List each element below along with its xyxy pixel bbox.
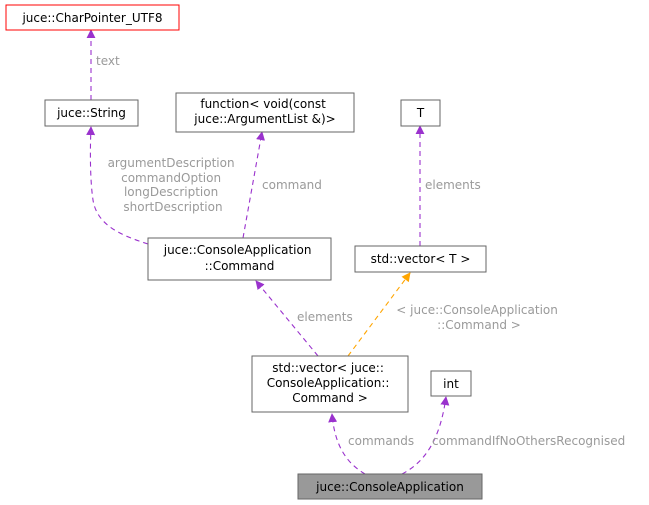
node-charpointer-utf8[interactable]: juce::CharPointer_UTF8 bbox=[5, 4, 180, 31]
node-int[interactable]: int bbox=[430, 370, 472, 397]
edge-consoleapp-to-int bbox=[401, 396, 450, 475]
node-t[interactable]: T bbox=[400, 99, 441, 127]
node-vector-t[interactable]: std::vector< T > bbox=[354, 245, 487, 273]
svg-text:std::vector< juce:: Cons: std::vector< juce:: ConsoleApplication::… bbox=[267, 361, 394, 405]
node-console-application-command[interactable]: juce::ConsoleApplication ::Command bbox=[147, 237, 332, 281]
node-juce-string[interactable]: juce::String bbox=[44, 99, 139, 127]
svg-text:function< void(const juc: function< void(const juce::ArgumentList … bbox=[193, 97, 335, 126]
svg-text:juce::ConsoleApplication: juce::ConsoleApplication bbox=[315, 480, 464, 494]
edge-label-string-members: argumentDescription commandOption longDe… bbox=[108, 156, 239, 214]
edge-command-to-function bbox=[242, 131, 266, 239]
edge-consoleapp-to-vector-cmd bbox=[328, 413, 366, 475]
node-function[interactable]: function< void(const juce::ArgumentList … bbox=[175, 92, 355, 133]
node-vector-command[interactable]: std::vector< juce:: ConsoleApplication::… bbox=[251, 355, 409, 413]
edge-label-elements-cmd: elements bbox=[297, 310, 353, 324]
edge-label-commands: commands bbox=[348, 434, 414, 448]
svg-text:juce::ConsoleApplication: juce::ConsoleApplication ::Command bbox=[163, 243, 316, 273]
svg-text:T: T bbox=[416, 106, 425, 120]
edge-label-command-if-no-others: commandIfNoOthersRecognised bbox=[432, 434, 625, 448]
edge-label-text: text bbox=[96, 54, 120, 68]
svg-text:juce::CharPointer_UTF8: juce::CharPointer_UTF8 bbox=[21, 11, 162, 25]
svg-text:juce::String: juce::String bbox=[56, 106, 126, 120]
node-console-application[interactable]: juce::ConsoleApplication bbox=[297, 473, 483, 500]
svg-text:std::vector< T >: std::vector< T > bbox=[371, 252, 471, 266]
edge-command-to-string bbox=[86, 126, 149, 245]
svg-text:int: int bbox=[443, 377, 459, 391]
edge-label-template-arg: < juce::ConsoleApplication ::Command > bbox=[396, 303, 561, 332]
edge-vector-cmd-to-command bbox=[255, 280, 319, 357]
edge-label-elements-t: elements bbox=[425, 178, 481, 192]
edge-label-command: command bbox=[262, 178, 322, 192]
